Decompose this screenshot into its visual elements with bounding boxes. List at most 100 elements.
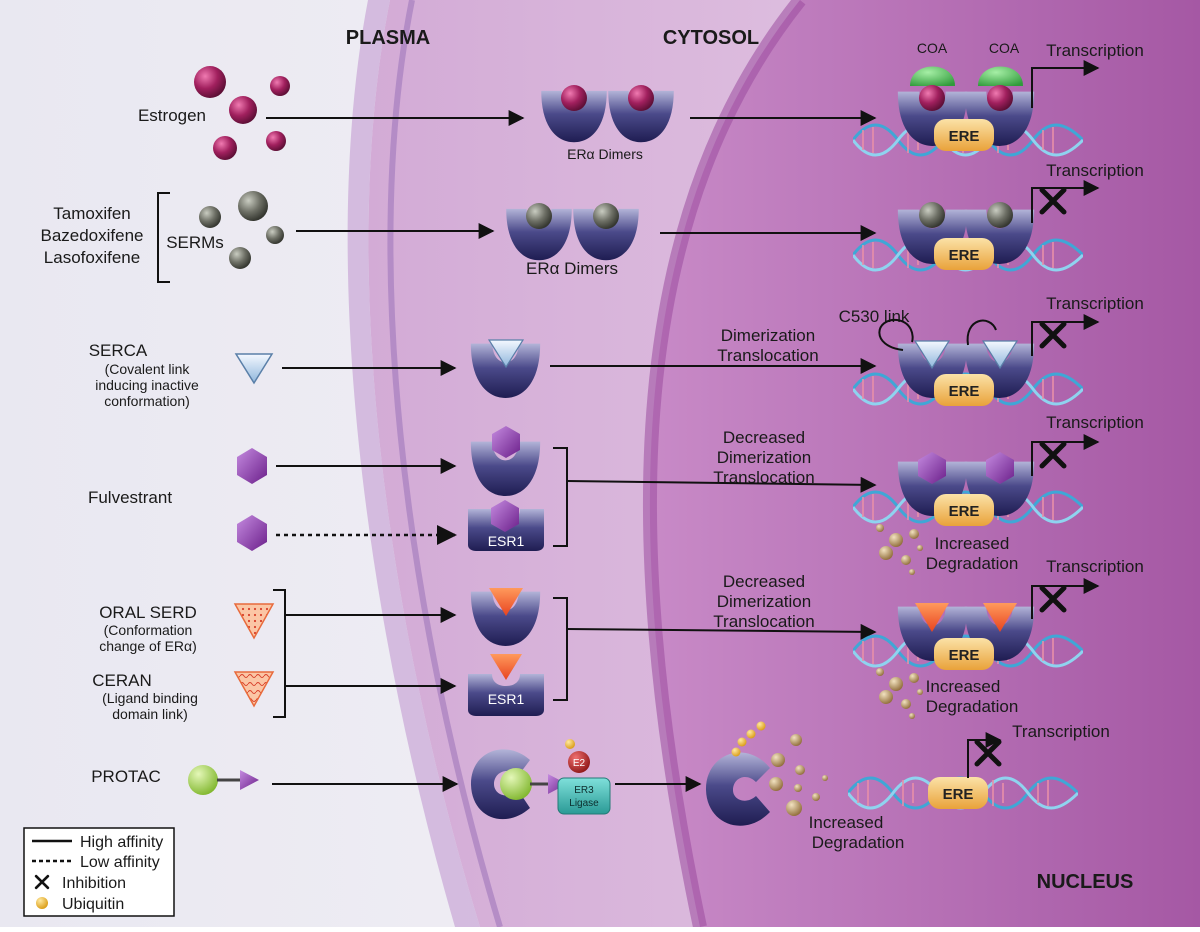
coa-icon: [978, 66, 1023, 86]
fulvestrant-label: Fulvestrant: [88, 488, 172, 507]
ere-label: ERE: [949, 503, 980, 520]
fulvestrant-bound-icon: [491, 500, 519, 532]
er-dimer-estrogen: [541, 85, 674, 143]
degradation-particle: [876, 668, 884, 676]
increased-label: Increased: [809, 813, 884, 832]
degradation-particle: [909, 569, 915, 575]
transcription-label: Transcription: [1012, 722, 1110, 741]
degradation-particle: [786, 800, 802, 816]
degradation-particle: [876, 524, 884, 532]
er-monomer-serca: [470, 339, 541, 398]
nuclear-complex-estrogen: ERE: [853, 66, 1083, 157]
protac-molecule: [188, 765, 259, 795]
fulvestrant-bound-icon: [918, 452, 946, 484]
er-dimers-label: ERα Dimers: [567, 146, 643, 162]
drug-lasofoxifene: Lasofoxifene: [44, 248, 140, 267]
degradation-particle: [889, 677, 903, 691]
serca-label: SERCA: [89, 341, 148, 360]
coa-label: COA: [917, 40, 948, 56]
esr1-ceran: ESR1: [468, 654, 544, 716]
transcription-arrow: [1031, 180, 1100, 223]
degradation-particles: [876, 524, 923, 575]
transcription-label: Transcription: [1046, 161, 1144, 180]
ere-label: ERE: [949, 128, 980, 145]
protac-ball-icon: [500, 768, 532, 800]
fulvestrant-molecule-icon: [237, 515, 267, 551]
c530-link-loop: [878, 318, 914, 351]
ere-label: ERE: [943, 786, 974, 803]
serd-step-line: Dimerization: [717, 592, 811, 611]
degradation-particle: [769, 777, 783, 791]
transcription-arrow: [1031, 314, 1100, 356]
serm-molecule: [266, 226, 284, 244]
ere-label: ERE: [949, 647, 980, 664]
transcription-label: Transcription: [1046, 41, 1144, 60]
degradation-particle: [901, 555, 911, 565]
serca-bound-icon: [981, 340, 1019, 370]
cell-membrane: [347, 0, 480, 927]
arrow-to-nucleus: [566, 623, 877, 640]
cytosol-label: CYTOSOL: [663, 27, 759, 49]
estrogen-molecule: [194, 66, 226, 98]
degradation-label: Degradation: [926, 554, 1019, 573]
arrow-to-nucleus: [566, 476, 877, 493]
ere-box: [934, 119, 994, 151]
degradation-particle: [812, 793, 820, 801]
protac-label: PROTAC: [91, 767, 161, 786]
c530-link-label: C530 link: [839, 307, 910, 326]
transcription-arrow: [967, 732, 1002, 778]
serd-bound-icon: [983, 603, 1017, 632]
legend: High affinity Low affinity Inhibition Ub…: [23, 827, 175, 917]
cell-membrane-edge: [387, 0, 503, 928]
estrogen-bound-icon: [628, 85, 654, 111]
ere-box: [934, 374, 994, 406]
legend-ubiquitin-label: Ubiquitin: [62, 896, 124, 913]
serd-step-line: Translocation: [713, 612, 814, 631]
ceran-desc-line: (Ligand binding: [102, 690, 198, 706]
oral-serd-label: ORAL SERD: [99, 603, 197, 622]
legend-low-affinity-label: Low affinity: [80, 854, 160, 871]
degradation-particle: [909, 713, 915, 719]
estrogen-molecule: [229, 96, 257, 124]
serca-molecule-icon: [234, 353, 274, 385]
esr1-fulvestrant: ESR1: [468, 500, 544, 551]
ubiquitin-icon: [731, 747, 741, 757]
nuclear-complex-serca: ERE: [853, 318, 1083, 406]
er-dimer-serm: [506, 203, 639, 261]
degradation-label: Degradation: [926, 697, 1019, 716]
protac-ligand-icon: [240, 770, 259, 790]
degradation-particle: [794, 784, 802, 792]
row-protac: PROTAC ER3 Ligase E2: [91, 721, 1110, 852]
row-fulvestrant: Fulvestrant ESR1 Decreased Dimerization …: [88, 413, 1144, 575]
degradation-particle: [795, 765, 805, 775]
protac-ternary-complex: ER3 Ligase E2: [470, 739, 611, 820]
transcription-arrow: [1031, 578, 1100, 619]
fulvestrant-step-line: Decreased: [723, 428, 805, 447]
drug-bazedoxifene: Bazedoxifene: [40, 226, 143, 245]
nuclear-complex-protac: ERE: [848, 776, 1078, 810]
ceran-molecule-icon: [233, 671, 275, 708]
nuclear-complex-fulvestrant: ERE: [853, 452, 1083, 526]
serca-step-line: Translocation: [717, 346, 818, 365]
e2-label: E2: [573, 758, 586, 769]
ceran-label: CERAN: [92, 671, 152, 690]
esr1-label: ESR1: [488, 533, 525, 549]
serd-bound-icon: [915, 603, 949, 632]
coa-icon: [910, 66, 955, 86]
serd-ceran-bracket: [273, 589, 286, 718]
drug-tamoxifen: Tamoxifen: [53, 204, 130, 223]
nucleus-label: NUCLEUS: [1037, 871, 1134, 893]
serca-bound-icon: [913, 340, 951, 370]
ligase-label-line: Ligase: [569, 798, 599, 809]
serca-bound-icon: [487, 339, 525, 369]
degradation-particles: [769, 734, 828, 816]
degradation-particle: [879, 690, 893, 704]
degradation-particle: [889, 533, 903, 547]
estrogen-molecule: [266, 131, 286, 151]
coa-label: COA: [989, 40, 1020, 56]
ere-box: [934, 638, 994, 670]
serm-bound-icon: [919, 202, 945, 228]
estrogen-molecules: [194, 66, 290, 160]
serca-desc-line: conformation): [104, 393, 190, 409]
oral-serd-desc-line: (Conformation: [104, 622, 193, 638]
